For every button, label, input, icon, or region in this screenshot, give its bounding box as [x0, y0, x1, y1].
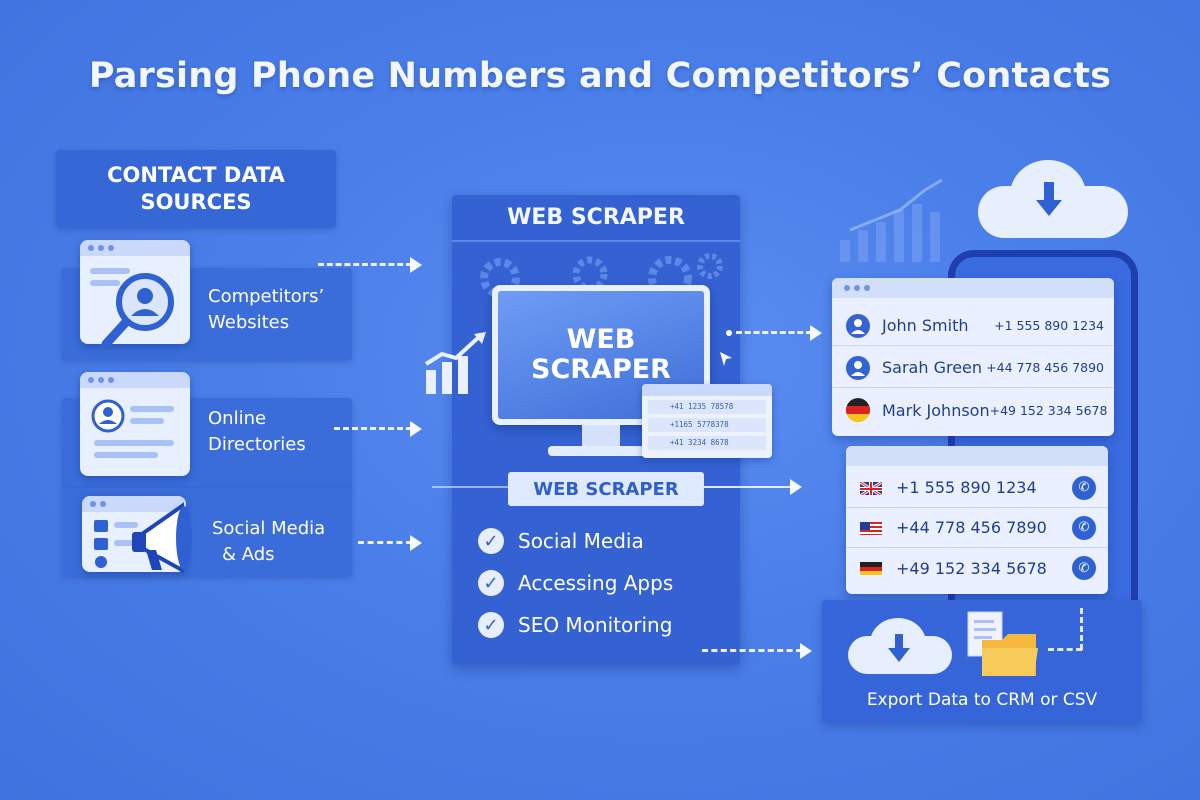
arrow-social [358, 541, 412, 544]
sources-header-line2: SOURCES [140, 190, 252, 214]
arrow-head-icon [410, 535, 422, 551]
arrow-directories [334, 427, 412, 430]
phone-call-icon[interactable]: ✆ [1072, 556, 1096, 580]
sources-header-line1: CONTACT DATA [107, 162, 285, 187]
phone-call-icon[interactable]: ✆ [1072, 475, 1096, 500]
feature-item: ✓ Social Media [478, 528, 644, 554]
uk-flag-icon [860, 480, 882, 495]
monitor-stand [582, 425, 620, 449]
contact-name: Sarah Green [882, 358, 983, 377]
user-avatar-icon [846, 313, 870, 338]
profile-window-icon [80, 372, 190, 476]
arrow-head-icon [410, 421, 422, 437]
contact-phone: +1 555 890 1234 [994, 318, 1104, 333]
contact-row: Mark Johnson +49 152 334 5678 [832, 390, 1114, 430]
download-arrow-icon [888, 634, 910, 662]
feature-label: Social Media [518, 529, 644, 553]
source-label-line2: Websites [208, 312, 290, 333]
contact-phone: +49 152 334 5678 [989, 402, 1108, 418]
phone-row: +49 152 334 5678 ✆ [846, 548, 1108, 588]
screen-line2: SCRAPER [531, 354, 671, 385]
web-scraper-banner: WEB SCRAPER [508, 472, 704, 506]
contacts-card: John Smith +1 555 890 1234 Sarah Green +… [832, 278, 1114, 436]
contact-row: Sarah Green +44 778 456 7890 [832, 348, 1114, 388]
phone-call-icon[interactable]: ✆ [1072, 515, 1096, 540]
source-label-line2: Directories [208, 434, 306, 455]
arrow-head-icon [790, 479, 802, 495]
feature-item: ✓ Accessing Apps [478, 570, 673, 596]
check-icon: ✓ [478, 528, 504, 554]
arrow-start-dot [726, 330, 732, 336]
monitor-base [548, 446, 656, 456]
mini-row: +41 3234 8678 [648, 436, 766, 450]
source-label-directories: Online Directories [208, 406, 306, 458]
contact-name: John Smith [882, 316, 969, 335]
feature-item: ✓ SEO Monitoring [478, 612, 672, 638]
growth-chart-icon [840, 178, 943, 262]
us-flag-icon [860, 521, 882, 535]
feature-label: Accessing Apps [518, 571, 674, 595]
mini-row: +41 1235 78578 [648, 400, 766, 414]
arrow-to-contacts [736, 331, 812, 334]
growth-chart-icon [424, 332, 486, 394]
phone-number: +44 778 456 7890 [896, 518, 1047, 537]
arrow-head-icon [800, 643, 812, 659]
phone-row: +44 778 456 7890 ✆ [846, 508, 1108, 548]
phone-row: +1 555 890 1234 ✆ [846, 468, 1108, 508]
arrow-to-phones [704, 486, 792, 488]
source-label-social: Social Media & Ads [212, 516, 325, 568]
arrow-to-export [702, 649, 802, 652]
export-label: Export Data to CRM or CSV [866, 690, 1098, 710]
phone-numbers-card: +1 555 890 1234 ✆ +44 778 456 7890 ✆ +49… [846, 446, 1108, 594]
contact-name: Mark Johnson [882, 400, 990, 420]
arrow-competitors [318, 263, 412, 266]
source-label-line1: Online [208, 408, 267, 429]
download-arrow-icon [1036, 182, 1062, 216]
mini-row: +1165 5778378 [648, 418, 766, 432]
export-connector [1080, 608, 1083, 650]
feature-label: SEO Monitoring [518, 613, 673, 637]
phone-number: +49 152 334 5678 [896, 558, 1047, 578]
arrow-head-icon [810, 325, 822, 341]
germany-flag-icon [846, 398, 870, 422]
megaphone-icon [82, 496, 192, 574]
source-label-line1: Competitors’ [208, 286, 325, 307]
check-icon: ✓ [478, 612, 504, 638]
germany-flag-icon [860, 561, 882, 575]
user-avatar-icon [846, 355, 870, 380]
arrow-head-icon [410, 257, 422, 273]
sources-header: CONTACT DATA SOURCES [56, 150, 336, 228]
title-divider [452, 240, 740, 242]
contact-phone: +44 778 456 7890 [986, 360, 1104, 375]
page-title: Parsing Phone Numbers and Competitors’ C… [88, 56, 1112, 96]
source-label-line2: & Ads [222, 544, 275, 565]
magnifier-user-icon [80, 240, 190, 349]
web-scraper-title: WEB SCRAPER [507, 205, 685, 230]
cursor-icon [720, 352, 732, 366]
source-label-line1: Social Media [212, 518, 326, 539]
phone-number: +1 555 890 1234 [896, 478, 1037, 497]
contact-row: John Smith +1 555 890 1234 [832, 306, 1114, 346]
banner-rule-left [432, 486, 508, 488]
screen-line1: WEB [566, 324, 636, 356]
scraped-data-table: +41 1235 78578 +1165 5778378 +41 3234 86… [642, 384, 772, 458]
export-connector [1048, 648, 1082, 651]
check-icon: ✓ [478, 570, 504, 596]
folder-documents-icon [967, 611, 1038, 676]
source-label-competitors: Competitors’ Websites [208, 284, 324, 336]
